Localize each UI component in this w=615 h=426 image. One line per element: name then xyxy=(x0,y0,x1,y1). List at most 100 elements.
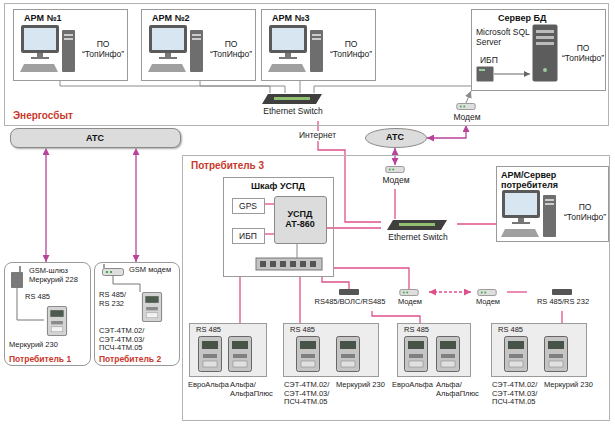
box-title: УСПД АТ-860 xyxy=(275,209,325,230)
computer-icon xyxy=(268,25,323,72)
controller-box: УСПД АТ-860 xyxy=(274,196,327,244)
node-label: Модем xyxy=(471,298,505,307)
box-title: АРМ №3 xyxy=(272,13,309,23)
gateway-icon xyxy=(11,266,23,288)
node-label: СЭТ-4ТМ.02/ СЭТ-4ТМ.03/ ПСЧ-4ТМ.05 xyxy=(99,327,159,353)
illustration-part xyxy=(270,261,276,267)
box-title: АРМ №1 xyxy=(24,13,61,23)
meter-icon xyxy=(47,306,66,335)
node-label: RS 485 xyxy=(498,326,523,335)
box-title: АРМ/Сервер потребителя xyxy=(501,170,604,191)
node-label: Ethernet Switch xyxy=(381,233,455,243)
illustration-part xyxy=(290,261,296,267)
modem-icon xyxy=(386,166,404,172)
cabinet-box: Шкаф УСПД GPS УСПД АТ-860ИБП xyxy=(223,177,334,277)
modem-icon xyxy=(400,289,418,295)
meter-group: RS 485СЭТ-4ТМ.02/ СЭТ-4ТМ.03/ ПСЧ-4ТМ.05… xyxy=(283,323,379,377)
node-label: RS 485 xyxy=(404,326,429,335)
rs485-wire xyxy=(113,276,140,292)
node-label: Ethernet Switch xyxy=(256,107,330,117)
node-label: Модем xyxy=(449,113,485,123)
meter-icon xyxy=(142,292,161,321)
node-label: Альфа/ АльфаПлюс xyxy=(436,381,478,398)
network-link xyxy=(372,311,420,323)
network-link xyxy=(200,81,285,93)
gps-box: GPS xyxy=(232,198,265,214)
consumer-box: GSM-шлюз Меркурий 228RS 485Меркурий 230П… xyxy=(4,262,91,366)
computer-icon xyxy=(20,25,75,72)
node-label: GPS xyxy=(233,202,263,212)
power-arrow xyxy=(494,74,530,75)
node-label: Модем xyxy=(378,176,414,186)
modem-node: Модем xyxy=(378,165,416,189)
network-link xyxy=(394,148,395,165)
node-label: ИБП xyxy=(480,56,498,66)
port-sockets xyxy=(260,261,316,267)
node-label: ИБП xyxy=(233,232,263,242)
network-link xyxy=(394,189,395,219)
network-link xyxy=(507,291,527,292)
network-link xyxy=(300,81,301,93)
box-title: АТС xyxy=(365,132,425,142)
network-link xyxy=(135,148,136,262)
group-label: Потребитель 2 xyxy=(99,355,161,365)
meter-group: RS 485ЕвроАльфаАльфа/ АльфаПлюс xyxy=(397,323,471,377)
computer-icon xyxy=(501,190,556,237)
ups-box: ИБП xyxy=(232,228,265,244)
converter-icon xyxy=(552,289,572,295)
network-link xyxy=(466,91,471,103)
node-label: Меркурий 230 xyxy=(544,381,593,390)
group-label: Энергосбыт xyxy=(13,110,73,122)
box-title: Сервер БД xyxy=(498,13,546,23)
group-label: Потребитель 3 xyxy=(191,160,264,172)
network-link xyxy=(45,148,46,262)
server-icon xyxy=(533,25,558,82)
node-label: СЭТ-4ТМ.02/ СЭТ-4ТМ.03/ ПСЧ-4ТМ.05 xyxy=(492,381,542,407)
node-label: ПО “ТопИнфо” xyxy=(208,40,254,60)
node-label: СЭТ-4ТМ.02/ СЭТ-4ТМ.03/ ПСЧ-4ТМ.05 xyxy=(284,381,334,407)
switch-icon xyxy=(387,220,447,230)
node-label: ПО “ТопИнфо” xyxy=(562,44,604,64)
exchange-oval: АТС xyxy=(365,128,427,148)
modem-node: Модем xyxy=(449,103,487,125)
workstation-box: АРМ №2 ПО “ТопИнфо” xyxy=(141,9,256,81)
node-label: ЕвроАльфа xyxy=(392,381,433,390)
node-label: Microsoft SQL Server xyxy=(476,28,532,48)
node-label: Модем xyxy=(393,298,427,307)
network-link xyxy=(314,86,471,93)
server-box: Сервер БД Microsoft SQL ServerИБП ПО “ТопИ… xyxy=(471,9,606,91)
node-label: Меркурий 230 xyxy=(9,341,58,350)
node-label: RS485/ВОЛС/RS485 xyxy=(311,298,389,307)
network-link xyxy=(457,223,496,224)
modem-icon xyxy=(103,269,124,276)
box-title: АТС xyxy=(11,133,179,143)
region-band: Потребитель 3 Модем АРМ/Сервер потребителя… xyxy=(182,155,610,421)
meter-group: RS 485ЕвроАльфаАльфа/ АльфаПлюс xyxy=(189,323,267,377)
network-link xyxy=(322,277,349,289)
box-title: АРМ №2 xyxy=(152,13,189,23)
workstation-box: АРМ №1 ПО “ТопИнфо” xyxy=(13,9,128,81)
workstation-box: АРМ/Сервер потребителяПО “ТопИнфо” xyxy=(496,166,609,242)
exchange-box: АТС xyxy=(10,128,181,148)
modem-node: Модем xyxy=(471,289,507,311)
workstation-box: АРМ №3ПО “ТопИнфо” xyxy=(261,9,376,81)
node-label: RS 485/ RS 232 xyxy=(99,291,133,308)
network-link xyxy=(265,203,274,204)
port-strip xyxy=(256,258,322,270)
network-link xyxy=(299,277,300,323)
illustration-part xyxy=(300,261,306,267)
switch-node: Ethernet Switch xyxy=(381,219,457,247)
box-title: Шкаф УСПД xyxy=(224,181,332,191)
node-label: RS 485/RS 232 xyxy=(527,298,599,307)
antenna xyxy=(104,264,105,268)
region-band: Энергосбыт АРМ №1 ПО “ТопИнфо” АРМ №2 ПО “То… xyxy=(4,3,609,126)
converter-icon xyxy=(339,289,359,295)
network-link xyxy=(427,125,466,138)
switch-icon xyxy=(262,94,322,104)
illustration-part xyxy=(310,261,316,267)
ups-icon xyxy=(477,67,494,82)
modem-node: Модем xyxy=(393,289,429,311)
node-label: ПО “ТопИнфо” xyxy=(80,40,126,60)
node-label: RS 485 xyxy=(196,326,221,335)
